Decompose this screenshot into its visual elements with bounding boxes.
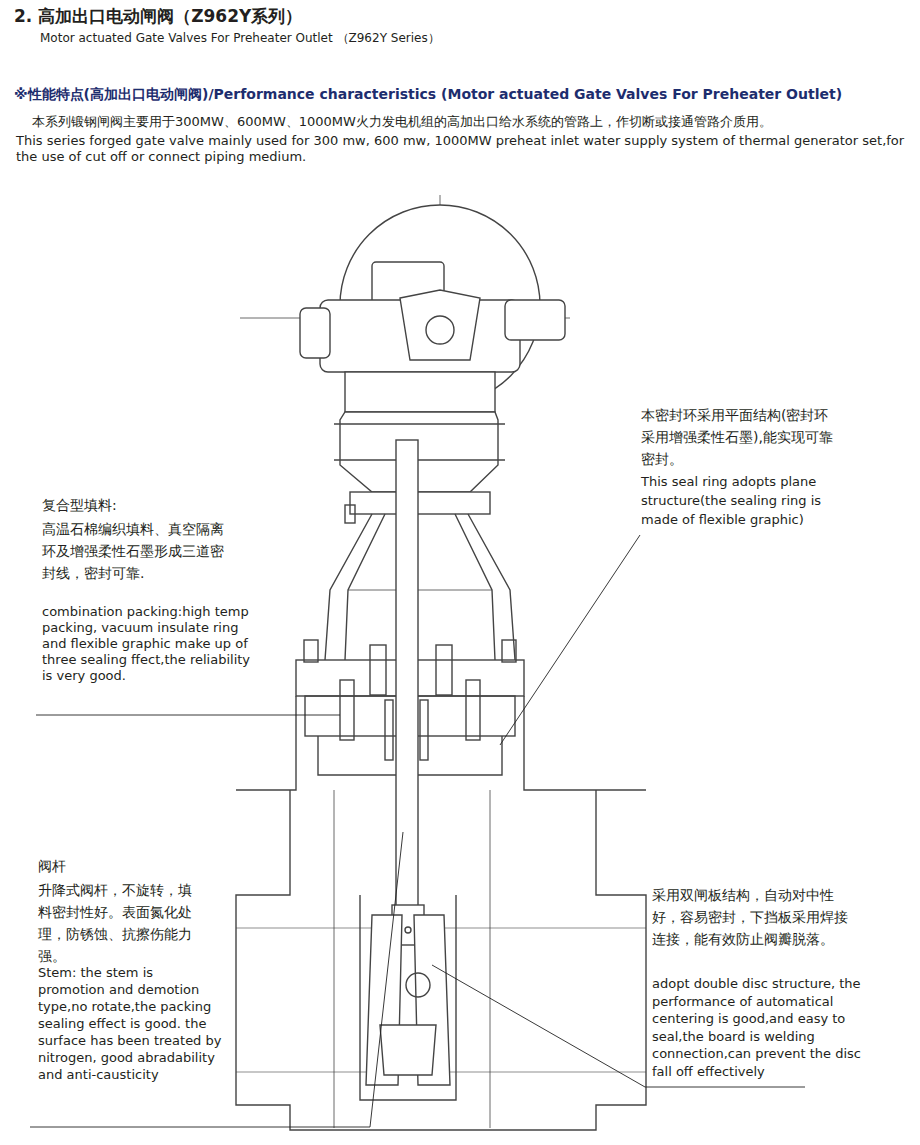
callout-text: 高温石棉编织填料、真空隔离环及增强柔性石墨形成三道密封线，密封可靠. — [42, 518, 232, 584]
callout-heading: 阀杆 — [38, 858, 66, 876]
callout-text: combination packing:high temp packing, v… — [42, 604, 257, 684]
callout-text: 本密封环采用平面结构(密封环采用增强柔性石墨),能实现可靠密封。 — [641, 404, 841, 470]
intro-text: 本系列锻钢闸阀主要用于300MW、600MW、1000MW火力发电机组的高加出口… — [32, 114, 772, 130]
callout-text: adopt double disc structure, the perform… — [652, 975, 867, 1080]
callout-text: 采用双闸板结构，自动对中性好，容易密封，下挡板采用焊接连接，能有效防止阀瓣脱落。 — [652, 884, 848, 950]
section-heading: ※性能特点(高加出口电动闸阀)/Performance characterist… — [14, 86, 842, 104]
intro-text: This series forged gate valve mainly use… — [16, 133, 906, 165]
callout-text: This seal ring adopts plane structure(th… — [641, 472, 846, 529]
callout-text: 升降式阀杆，不旋转，填料密封性好。表面氮化处理，防锈蚀、抗擦伤能力强。 — [38, 879, 198, 967]
subtitle: Motor actuated Gate Valves For Preheater… — [40, 31, 440, 46]
callout-heading: 复合型填料: — [42, 497, 117, 515]
title: 2. 高加出口电动闸阀（Z962Y系列） — [14, 6, 302, 27]
callout-text: Stem: the stem is promotion and demotion… — [38, 964, 223, 1083]
